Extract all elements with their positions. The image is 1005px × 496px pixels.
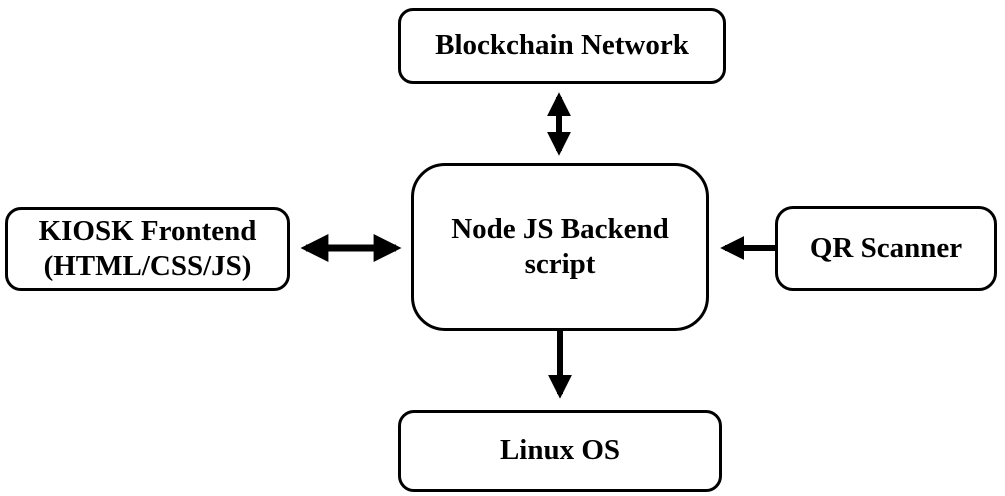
node-blockchain-network-label: Blockchain Network [435,29,689,62]
node-linux-os: Linux OS [398,410,722,492]
node-nodejs-backend-script: Node JS Backend script [411,163,709,331]
node-qr-scanner-label: QR Scanner [809,231,963,264]
node-linux-os-label: Linux OS [499,434,621,467]
node-kiosk-frontend-label-line2: (HTML/CSS/JS) [43,250,252,282]
node-kiosk-frontend-label-line1: KIOSK Frontend [38,214,257,247]
node-qr-scanner: QR Scanner [775,206,997,291]
node-nodejs-backend-script-label-line2: script [524,248,596,280]
node-kiosk-frontend: KIOSK Frontend (HTML/CSS/JS) [5,207,290,291]
node-nodejs-backend-script-label-line1: Node JS Backend [451,212,669,245]
node-blockchain-network: Blockchain Network [398,8,726,84]
